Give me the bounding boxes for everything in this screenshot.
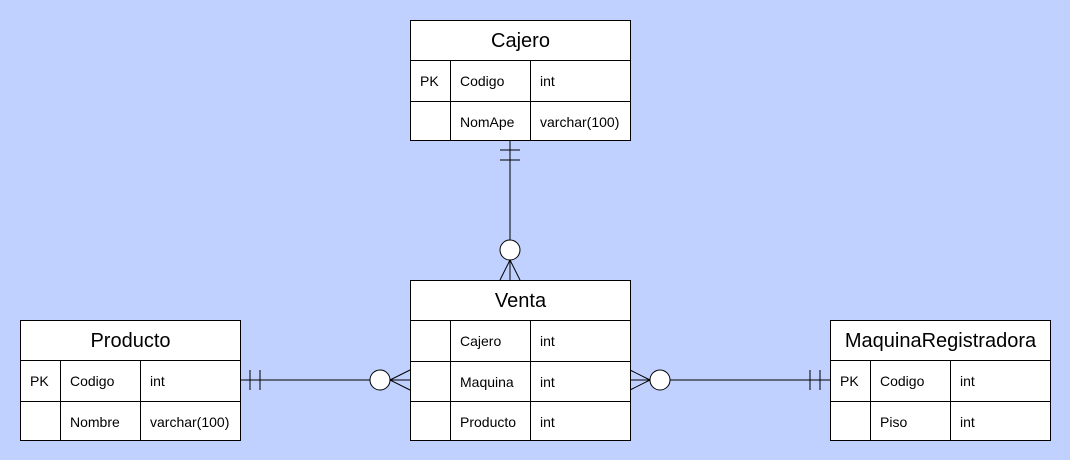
- entity-cajero[interactable]: Cajero PK Codigo int NomApe varchar(100): [410, 20, 631, 141]
- attribute-name: Codigo: [61, 361, 141, 401]
- attribute-type: varchar(100): [150, 414, 230, 430]
- attribute-key: [411, 402, 451, 441]
- entity-title: Cajero: [411, 21, 630, 61]
- attribute-name: Producto: [451, 402, 531, 441]
- attribute-type: int: [540, 414, 555, 430]
- attribute-row[interactable]: NomApe varchar(100): [411, 101, 630, 141]
- relationship-cajero-venta: [499, 140, 521, 281]
- crow-foot-marker: [499, 259, 511, 281]
- zero-marker: [369, 369, 391, 391]
- attribute-type: int: [960, 414, 975, 430]
- entity-title: MaquinaRegistradora: [831, 321, 1050, 361]
- attribute-name: Nombre: [61, 402, 141, 441]
- zero-marker: [649, 369, 671, 391]
- attribute-row[interactable]: PK Codigo int: [411, 61, 630, 101]
- attribute-key: [411, 321, 451, 361]
- entity-producto[interactable]: Producto PK Codigo int Nombre varchar(10…: [20, 320, 241, 441]
- attribute-type: int: [960, 373, 975, 389]
- entity-title: Venta: [411, 281, 630, 321]
- zero-marker: [499, 239, 521, 261]
- attribute-row[interactable]: Nombre varchar(100): [21, 401, 240, 441]
- attribute-type: int: [540, 374, 555, 390]
- attribute-key: PK: [411, 61, 451, 101]
- attribute-type: int: [540, 73, 555, 89]
- attribute-row[interactable]: Cajero int: [411, 321, 630, 361]
- entity-venta[interactable]: Venta Cajero int Maquina int Producto in…: [410, 280, 631, 441]
- attribute-name: Codigo: [871, 361, 951, 401]
- relationship-producto-venta: [240, 369, 411, 391]
- attribute-name: Maquina: [451, 362, 531, 401]
- crow-foot-marker: [629, 369, 651, 381]
- attribute-type: varchar(100): [540, 114, 620, 130]
- attribute-type: int: [540, 333, 555, 349]
- attribute-key: [411, 362, 451, 401]
- attribute-row[interactable]: Piso int: [831, 401, 1050, 441]
- entity-title: Producto: [21, 321, 240, 361]
- attribute-key: [411, 102, 451, 141]
- attribute-name: Piso: [871, 402, 951, 441]
- attribute-row[interactable]: Producto int: [411, 401, 630, 441]
- attribute-type: int: [150, 373, 165, 389]
- attribute-row[interactable]: PK Codigo int: [831, 361, 1050, 401]
- attribute-name: Codigo: [451, 61, 531, 101]
- attribute-name: Cajero: [451, 321, 531, 361]
- attribute-key: [21, 402, 61, 441]
- attribute-row[interactable]: PK Codigo int: [21, 361, 240, 401]
- crow-foot-marker: [389, 369, 411, 381]
- attribute-key: [831, 402, 871, 441]
- attribute-row[interactable]: Maquina int: [411, 361, 630, 401]
- entity-maquina-registradora[interactable]: MaquinaRegistradora PK Codigo int Piso i…: [830, 320, 1051, 441]
- attribute-name: NomApe: [451, 102, 531, 141]
- attribute-key: PK: [21, 361, 61, 401]
- relationship-maquina-venta: [629, 369, 830, 391]
- attribute-key: PK: [831, 361, 871, 401]
